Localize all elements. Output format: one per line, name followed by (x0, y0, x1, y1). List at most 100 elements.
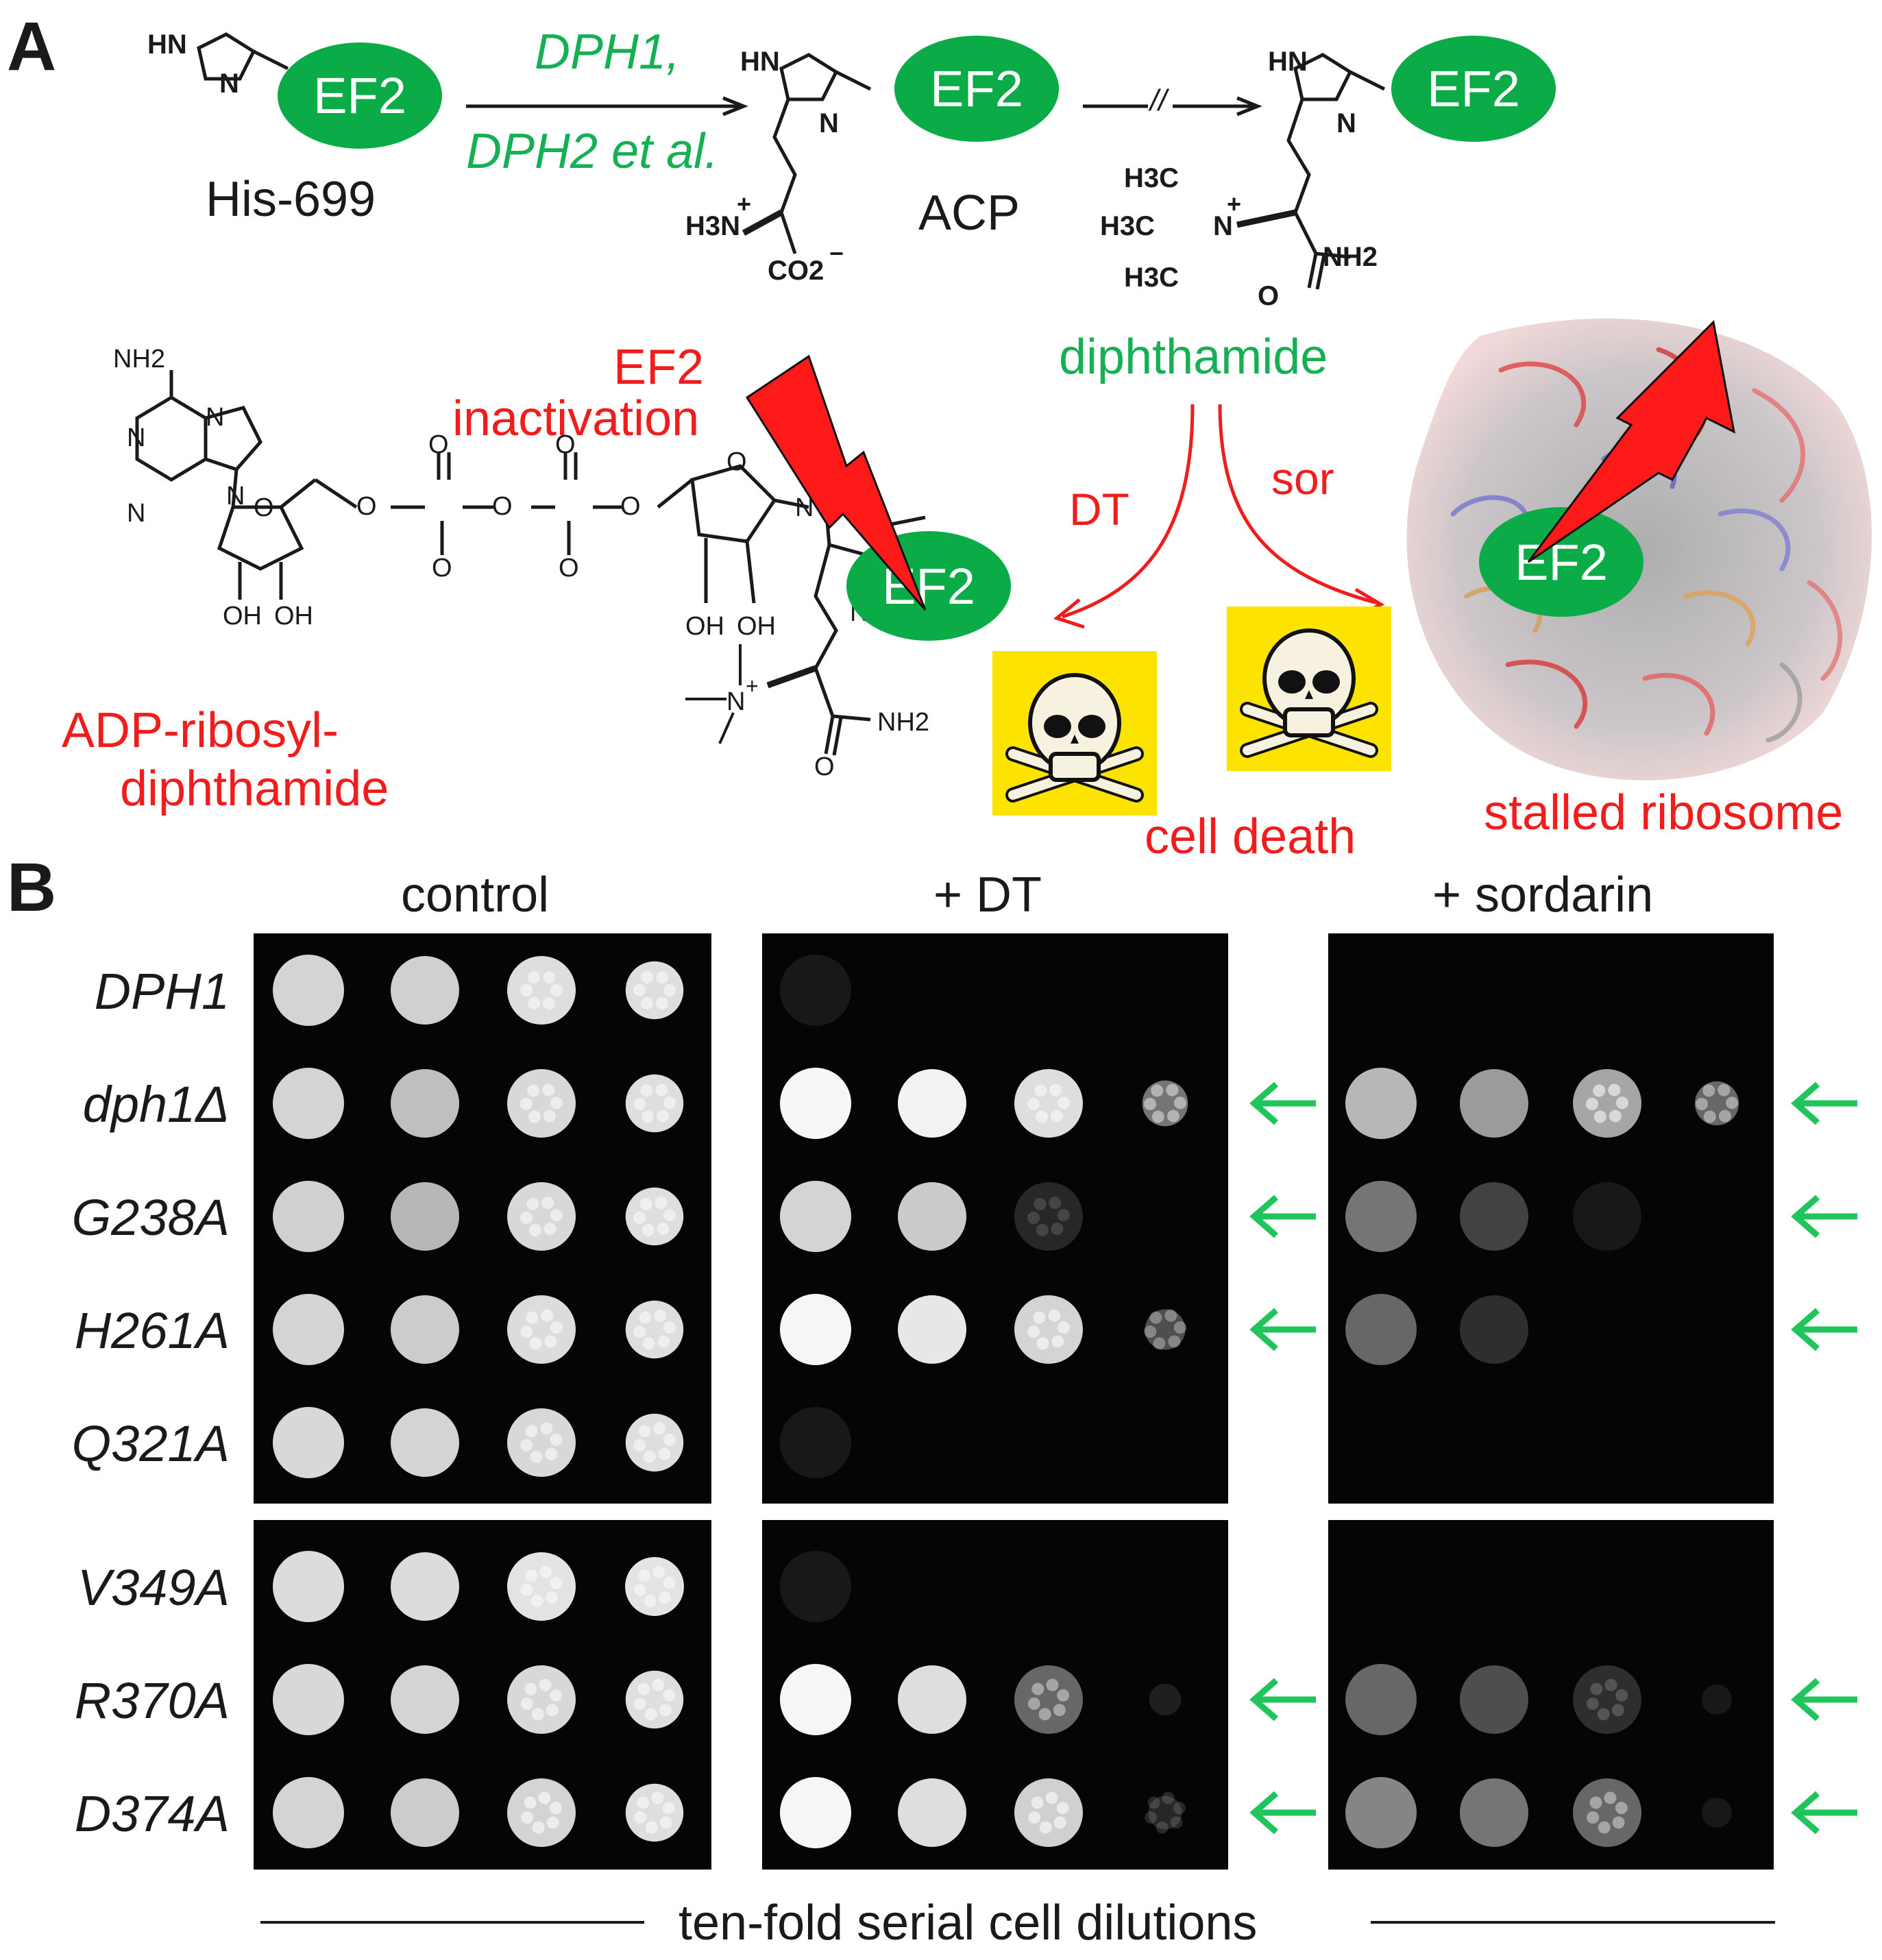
colony-dot (637, 1682, 650, 1695)
growth-spot (780, 955, 851, 1026)
colony-dot (1057, 1097, 1070, 1110)
panel-a-label: A (7, 8, 57, 85)
colony-dot (1593, 1110, 1606, 1123)
colony-dot (663, 1209, 676, 1222)
colony-dot (520, 1212, 533, 1225)
his-hn-text: HN (147, 29, 187, 60)
adp-oh3: OH (685, 612, 724, 641)
colony-dot (546, 1704, 559, 1717)
colony-dot (529, 1337, 542, 1350)
growth-spot (507, 1069, 576, 1138)
colony-dot (1173, 1321, 1186, 1334)
growth-spot (391, 1665, 459, 1734)
colony-dot (531, 1708, 544, 1721)
acp-h3n-text: H3N (685, 211, 741, 241)
acp-plus-text: + (737, 190, 752, 218)
stalled-ribosome-label: stalled ribosome (1484, 785, 1844, 840)
colony-dot (541, 1197, 554, 1210)
adp-n2: N (206, 403, 225, 432)
colony-dot (652, 1565, 665, 1578)
colony-dot (657, 1335, 670, 1348)
colony-dot (1053, 1704, 1066, 1717)
adp-nh2-bottom: NH2 (877, 708, 930, 737)
colony-dot (526, 1311, 539, 1324)
growth-spot (1014, 1295, 1083, 1364)
colony-dot (1057, 1209, 1070, 1222)
ef2-inactivation-line2: inactivation (452, 391, 700, 446)
resistance-arrow-icon (1791, 1678, 1857, 1722)
colony-dot (1049, 1197, 1062, 1210)
resistance-arrow-icon (1249, 1195, 1316, 1238)
colony-dot (1144, 1325, 1157, 1338)
colony-dot (1036, 1224, 1049, 1237)
growth-spot (507, 1552, 576, 1621)
colony-dot (641, 1110, 654, 1123)
growth-spot (1345, 1294, 1417, 1365)
colony-dot (1173, 1097, 1186, 1110)
colony-dot (633, 1325, 646, 1338)
growth-spot (273, 1664, 344, 1735)
colony-dot (524, 1796, 537, 1809)
growth-spot (1014, 1069, 1083, 1138)
colony-dot (641, 970, 654, 983)
colony-dot (550, 1689, 563, 1702)
colony-dot (1168, 1335, 1181, 1348)
ef2-acp-label: EF2 (930, 60, 1023, 117)
growth-spot (1460, 1182, 1528, 1251)
growth-spot (391, 1182, 459, 1251)
growth-spot (1145, 1309, 1186, 1350)
resistance-arrow-icon (1791, 1081, 1857, 1125)
growth-spot (273, 1407, 344, 1478)
colony-dot (1589, 1796, 1602, 1809)
ef2-inactivation-line1: EF2 (613, 340, 705, 395)
resistance-arrow-icon (1791, 1308, 1857, 1351)
colony-dot (663, 1097, 676, 1110)
colony-dot (1144, 1097, 1157, 1110)
adp-o-link2: O (492, 492, 513, 521)
colony-dot (525, 1569, 538, 1582)
growth-spot (1460, 1069, 1528, 1138)
dip-n-text: N (1336, 108, 1356, 138)
colony-dot (543, 971, 556, 984)
growth-spot (1694, 1081, 1739, 1126)
ef2-his-oval: EF2 (278, 42, 442, 149)
colony-dot (1027, 1212, 1040, 1225)
broken-arrow (1083, 96, 1262, 117)
colony-dot (539, 1565, 552, 1578)
ef2-ribosome-label: EF2 (1515, 533, 1608, 591)
adp-oh4: OH (737, 612, 776, 641)
growth-spot (1345, 1664, 1417, 1735)
acp-co2-text: CO2 (768, 256, 824, 286)
colony-dot (520, 1583, 533, 1596)
dip-h3c-mid: H3C (1100, 211, 1156, 241)
growth-spot (625, 1187, 684, 1246)
colony-dot (1615, 1689, 1628, 1702)
growth-spot (1014, 1778, 1083, 1847)
colony-dot (550, 1209, 563, 1222)
colony-dot (1696, 1097, 1709, 1110)
colony-dot (546, 1591, 559, 1604)
acp-minus-text: − (829, 239, 844, 267)
adp-plus: + (746, 674, 759, 698)
colony-dot (1173, 1802, 1186, 1815)
colony-dot (1166, 1083, 1179, 1097)
colony-dot (1164, 1309, 1177, 1322)
colony-dot (663, 984, 676, 996)
growth-spot (780, 1407, 851, 1478)
colony-dot (1586, 1097, 1599, 1110)
resistance-arrow-icon (1791, 1195, 1857, 1238)
colony-dot (1170, 1816, 1183, 1829)
colony-dot (1609, 1110, 1622, 1123)
colony-dot (653, 1422, 666, 1435)
colony-dot (641, 1224, 655, 1237)
colony-dot (1615, 1802, 1628, 1815)
resistance-arrow-icon (1249, 1791, 1316, 1835)
growth-spot (507, 1778, 576, 1847)
strain-label: R370A (74, 1672, 230, 1729)
adp-o-link1: O (356, 492, 377, 521)
growth-spot (273, 1181, 344, 1252)
colony-dot (541, 1309, 554, 1322)
growth-spot (780, 1551, 851, 1622)
adp-n4: N (226, 482, 245, 511)
colony-dot (656, 1110, 669, 1123)
